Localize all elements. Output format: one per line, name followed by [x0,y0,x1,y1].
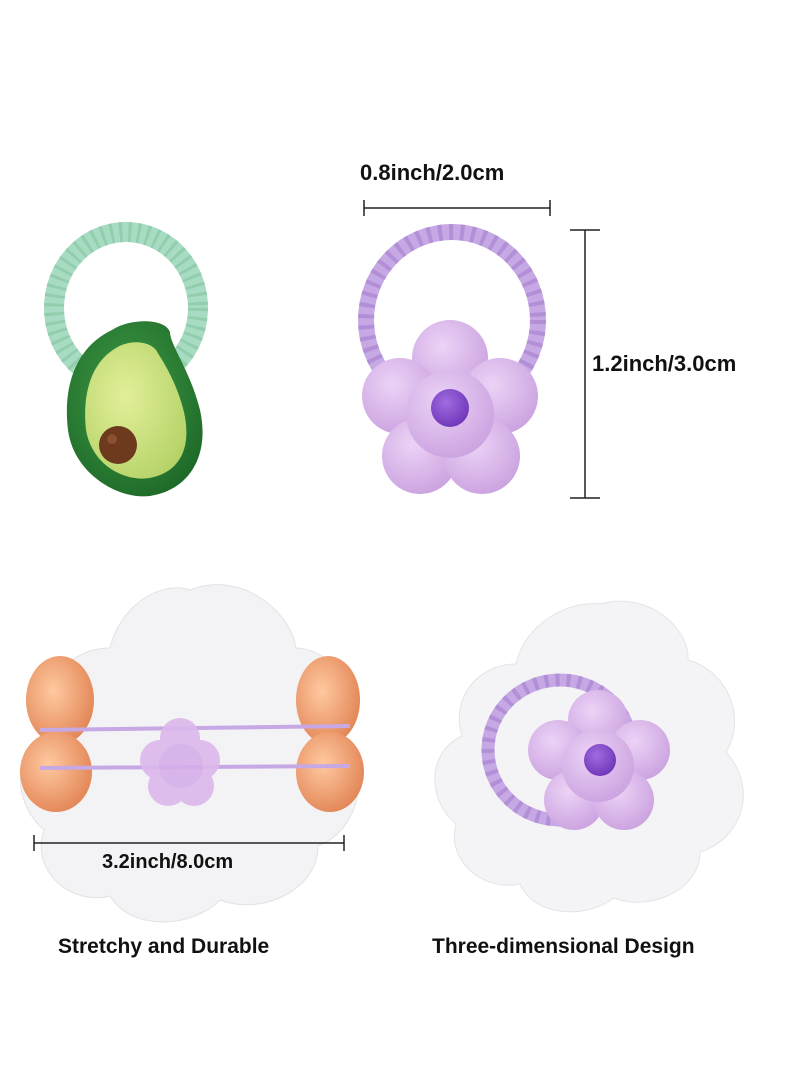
flower-charm [362,320,538,494]
stretched-flower-charm [140,718,220,806]
caption-three-dimensional: Three-dimensional Design [432,935,695,958]
height-dimension-label: 1.2inch/3.0cm [592,351,737,376]
width-dimension-line [363,200,551,216]
width-dimension-label: 0.8inch/2.0cm [360,160,505,185]
lilac-band-texture [358,224,546,416]
avocado-hair-tie [44,222,208,497]
stretch-dimension-label: 3.2inch/8.0cm [102,851,234,873]
right-finger-bottom [296,732,364,812]
stretch-demo [20,584,364,923]
avocado-pit-shine [107,434,117,444]
left-finger-top [26,656,94,744]
flower-center-on-card [584,744,616,776]
right-finger-top [296,656,360,744]
height-dimension-line [570,229,600,499]
flower-hair-tie [358,224,546,494]
flower-center [431,389,469,427]
caption-stretchy: Stretchy and Durable [58,935,270,958]
flower-charm-on-card [528,690,670,830]
avocado-pit [99,426,137,464]
stretch-dimension-line [33,835,345,851]
three-d-demo [434,600,744,913]
mint-band-texture [44,222,208,394]
left-finger-bottom [20,732,92,812]
